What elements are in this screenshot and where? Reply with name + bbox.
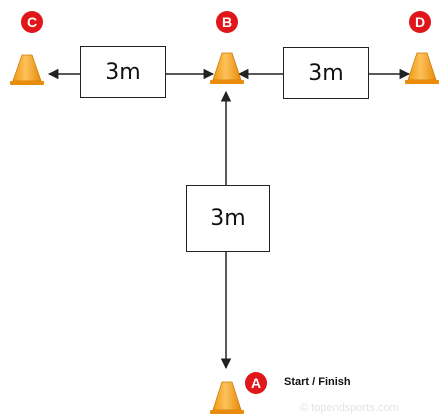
cone-b-icon [212,52,242,81]
badge-b-circle [216,11,238,33]
badge-c-label: C [26,14,38,30]
distance-box-left: 3m [80,46,166,98]
cone-c-icon [12,54,42,82]
distance-box-vertical: 3m [186,185,270,252]
cone-c [10,54,44,85]
cone-d [405,52,439,84]
cone-a-icon [212,381,242,411]
cone-d-icon [407,52,437,81]
distance-box-right: 3m [283,47,369,99]
badge-d-label: D [414,14,426,30]
cone-a [210,381,244,414]
cone-b [210,52,244,84]
badge-c-circle [21,11,43,33]
badge-a-label: A [250,375,262,391]
watermark: © topendsports.com [300,402,399,414]
badge-a-circle [245,372,267,394]
start-finish-label: Start / Finish [284,376,351,388]
badge-d-circle [409,11,431,33]
badge-b-label: B [221,14,233,30]
